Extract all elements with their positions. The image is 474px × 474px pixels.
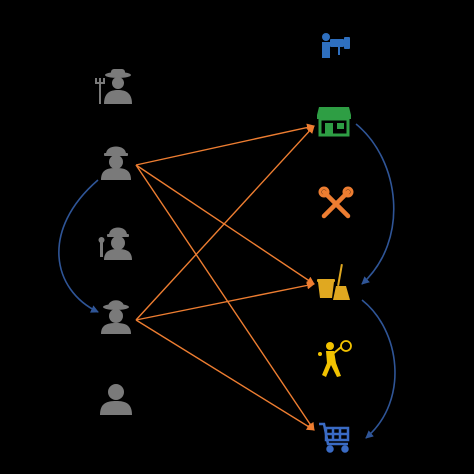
link-shop-cleaning bbox=[355, 123, 395, 285]
blue-links bbox=[58, 123, 396, 439]
worker-icon bbox=[101, 146, 131, 180]
cleaning-bucket-broom-icon bbox=[317, 263, 350, 300]
tools-icon bbox=[318, 186, 354, 219]
link-worker-a-cleaning bbox=[135, 164, 315, 285]
worker-icon bbox=[101, 300, 131, 334]
link-cleaning-retail bbox=[361, 299, 396, 439]
tourist-camera-icon bbox=[322, 33, 350, 58]
tennis-player-icon bbox=[318, 340, 352, 377]
shopping-cart-icon bbox=[319, 422, 350, 453]
mechanic-icon bbox=[98, 227, 132, 260]
link-worker-b-cleaning bbox=[135, 281, 315, 321]
storefront-icon bbox=[317, 107, 351, 137]
link-worker-b-shop bbox=[135, 125, 315, 321]
person-icon bbox=[100, 384, 132, 415]
link-worker-a-worker-b bbox=[58, 179, 99, 313]
farmer-icon bbox=[95, 69, 132, 104]
link-worker-a-retail bbox=[135, 164, 315, 431]
orange-links bbox=[135, 123, 315, 431]
link-worker-a-shop bbox=[135, 123, 315, 166]
link-worker-b-retail bbox=[135, 319, 315, 431]
